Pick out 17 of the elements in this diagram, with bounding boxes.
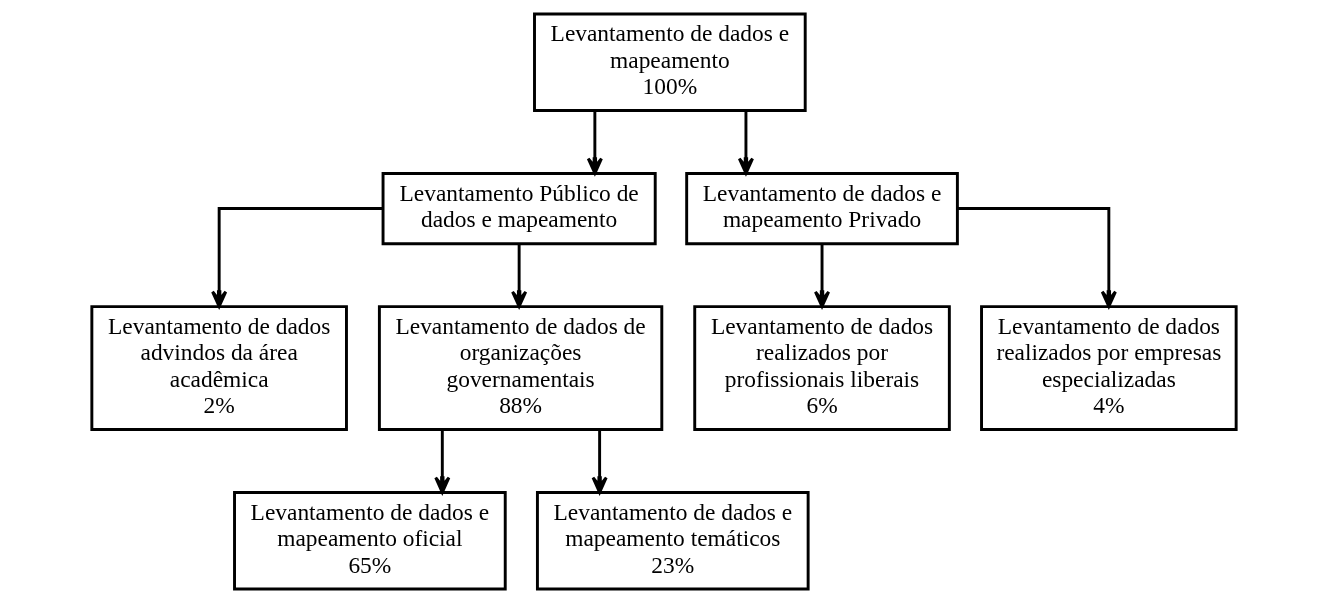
node-box: Levantamento de dados de organizações governamentais 88%: [377, 305, 663, 431]
arrow: [813, 244, 830, 308]
node-box: Levantamento de dados e mapeamento Privado: [684, 172, 959, 246]
arrow: [510, 244, 527, 308]
arrow: [591, 429, 608, 494]
node-box: Levantamento de dados e mapeamento 100%: [532, 12, 807, 112]
node-box: Levantamento de dados advindos da área acadêmica 2%: [89, 305, 348, 431]
node-box: Levantamento Público de dados e mapeamento: [381, 172, 657, 246]
arrow: [210, 207, 383, 308]
node-box: Levantamento de dados realizados por empresas especializadas 4%: [979, 305, 1238, 431]
node-box: Levantamento de dados realizados por profissionais liberais 6%: [692, 305, 951, 431]
arrow: [956, 207, 1117, 308]
node-box: Levantamento de dados e mapeamento temáticos 23%: [535, 491, 810, 591]
node-box: Levantamento de dados e mapeamento oficial 65%: [232, 491, 507, 591]
arrow: [433, 429, 450, 494]
arrow: [586, 110, 603, 175]
arrow: [737, 110, 754, 175]
